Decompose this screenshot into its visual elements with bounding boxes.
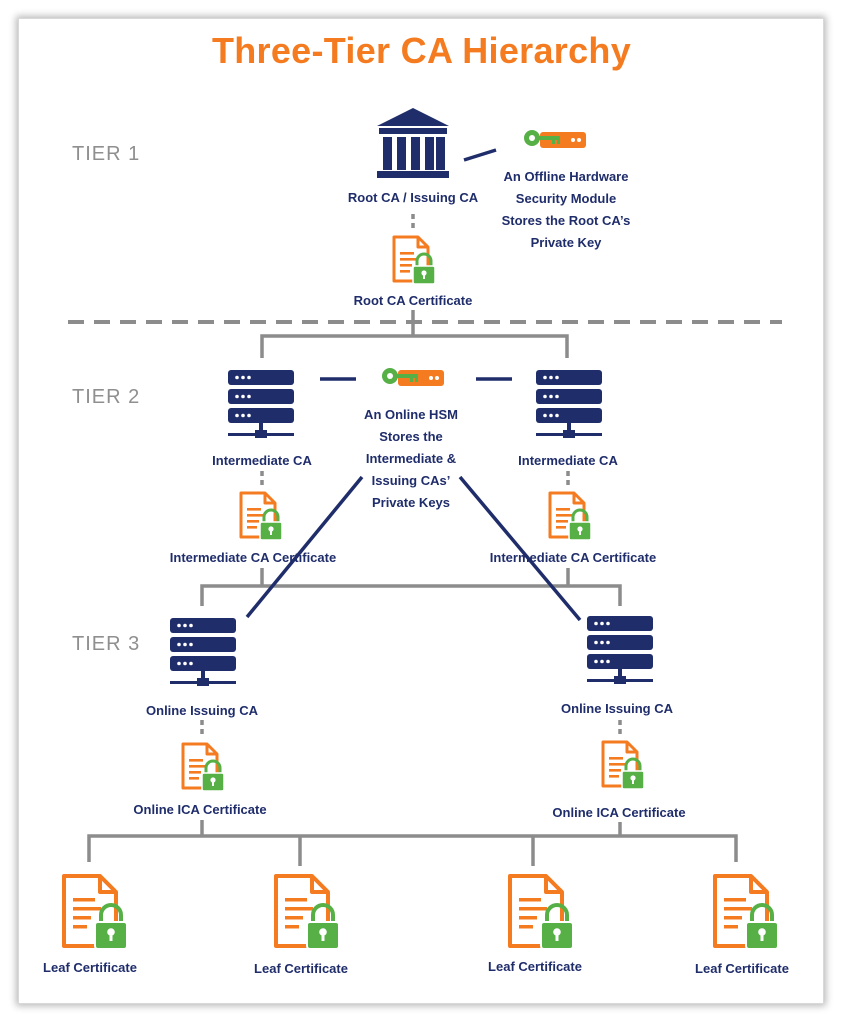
leaf-cert-label: Leaf Certificate <box>43 960 137 975</box>
certificate-lock-icon <box>62 874 129 951</box>
leaf-cert-label: Leaf Certificate <box>488 959 582 974</box>
tier-2-label: TIER 2 <box>72 386 141 408</box>
root-ca-label: Root CA / Issuing CA <box>347 190 479 205</box>
ica-cert-right-label: Online ICA Certificate <box>552 805 686 820</box>
online-hsm-note-line: Intermediate & <box>365 451 457 466</box>
intermediate-cert-right-label: Intermediate CA Certificate <box>489 550 657 565</box>
bank-building-icon <box>377 108 449 178</box>
certificate-lock-icon <box>239 491 284 542</box>
tier-3-label: TIER 3 <box>72 633 141 655</box>
diagram-title: Three-Tier CA Hierarchy <box>211 30 632 71</box>
tier-1-label: TIER 1 <box>72 143 141 165</box>
server-icon <box>536 370 602 438</box>
root-cert-label: Root CA Certificate <box>353 293 473 308</box>
offline-hsm-note-line: An Offline Hardware <box>503 169 629 184</box>
intermediate-ca-right-label: Intermediate CA <box>518 453 618 468</box>
offline-hsm-note-line: Security Module <box>515 191 617 206</box>
server-icon <box>170 618 236 686</box>
online-hsm-note-line: Private Keys <box>371 495 451 510</box>
online-hsm-note: An Online HSM Stores the Intermediate & … <box>364 404 458 514</box>
hsm-key-device-icon <box>524 130 586 148</box>
leaf-cert-label: Leaf Certificate <box>695 961 789 976</box>
diagram-card <box>18 18 824 1004</box>
certificate-lock-icon <box>392 235 437 286</box>
online-hsm-note-line: Stores the <box>379 429 443 444</box>
certificate-lock-icon <box>181 742 226 793</box>
issuing-ca-right-label: Online Issuing CA <box>561 701 673 716</box>
certificate-lock-icon <box>508 874 575 951</box>
server-icon <box>228 370 294 438</box>
hsm-key-device-icon <box>382 368 444 386</box>
offline-hsm-note: An Offline Hardware Security Module Stor… <box>502 166 631 254</box>
intermediate-cert-left-label: Intermediate CA Certificate <box>169 550 337 565</box>
offline-hsm-note-line: Private Key <box>530 235 602 250</box>
certificate-lock-icon <box>274 874 341 951</box>
certificate-lock-icon <box>548 491 593 542</box>
ica-cert-left-label: Online ICA Certificate <box>133 802 267 817</box>
certificate-lock-icon <box>713 874 780 951</box>
leaf-cert-label: Leaf Certificate <box>254 961 348 976</box>
certificate-lock-icon <box>601 740 646 791</box>
hsm-links <box>245 148 582 622</box>
offline-hsm-note-line: Stores the Root CA’s <box>501 213 631 228</box>
online-hsm-note-line: An Online HSM <box>364 407 458 422</box>
issuing-ca-left-label: Online Issuing CA <box>146 703 258 718</box>
online-hsm-note-line: Issuing CAs’ <box>371 473 451 488</box>
intermediate-ca-left-label: Intermediate CA <box>212 453 312 468</box>
server-icon <box>587 616 653 684</box>
